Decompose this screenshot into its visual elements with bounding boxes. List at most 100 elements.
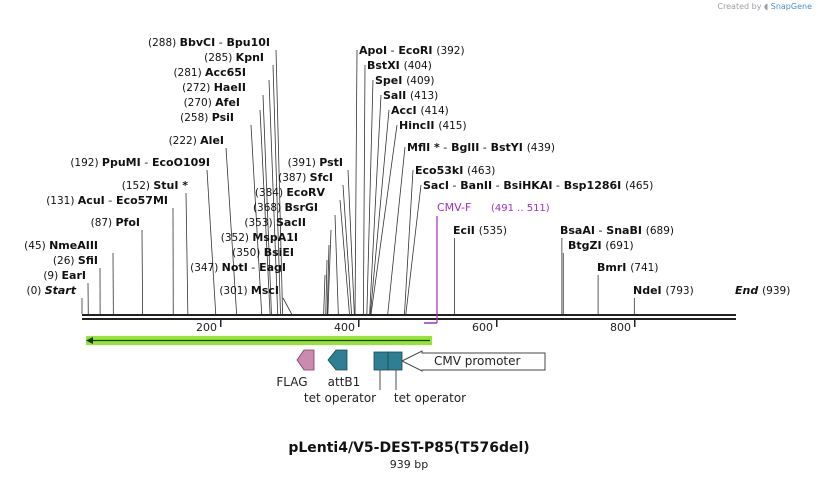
site-afei[interactable]: (270) AfeI (184, 96, 240, 109)
site-psti[interactable]: (391) PstI (288, 156, 343, 169)
site-psii-leader (250, 124, 263, 315)
ruler-label-800: 800 (610, 321, 631, 334)
site-noti-eagi-name2: EagI (255, 261, 286, 274)
site-bsrgi[interactable]: (368) BsrGI (253, 201, 318, 214)
ruler-label-400: 400 (334, 321, 355, 334)
site-bbvci-bpu10i-sep: - (215, 36, 222, 49)
site-mfli-bglii-name3: BstYI (487, 141, 527, 154)
site-apoi-ecori-sep: - (387, 44, 394, 57)
site-saci-banii-name: SacI (423, 179, 449, 192)
site-pfoi-name: PfoI (116, 216, 141, 229)
cmv-promoter-arrow-icon (400, 350, 546, 372)
cut-site-lines (81, 49, 635, 315)
site-ecii-name: EciI (453, 224, 479, 237)
site-psti-leader (347, 169, 355, 315)
site-bbvci-bpu10i[interactable]: (288) BbvCI - Bpu10I (148, 36, 270, 49)
site-bstxi-position: (404) (404, 60, 432, 72)
site-acui-eco57mi[interactable]: (131) AcuI - Eco57MI (46, 194, 168, 207)
site-ndei[interactable]: NdeI (793) (633, 284, 694, 297)
site-sacii[interactable]: (353) SacII (244, 216, 306, 229)
feature-tet-operator-2[interactable]: tet operator (387, 351, 466, 405)
site-noti-eagi[interactable]: (347) NotI - EagI (190, 261, 286, 274)
site-mfli-bglii-name2: BglII (447, 141, 479, 154)
site-ecii[interactable]: EciI (535) (453, 224, 507, 237)
site-hincii-name: HincII (399, 119, 438, 132)
primer-cmv-f[interactable]: CMV-F (491 .. 511) (424, 201, 550, 324)
feature-cmv-promoter[interactable]: CMV promoter (400, 350, 546, 372)
site-saci-banii[interactable]: SacI - BanII - BsiHKAI - Bsp1286I (465) (423, 179, 653, 192)
site-start[interactable]: (0) Start (26, 284, 76, 297)
site-end[interactable]: End (939) (735, 284, 790, 297)
site-msci-name: MscI (251, 284, 279, 297)
site-start-name: Start (45, 284, 77, 297)
site-nmeaiii-name: NmeAIII (49, 239, 98, 252)
site-psii-name: PsiI (212, 111, 234, 124)
site-stui[interactable]: (152) StuI * (122, 179, 189, 192)
site-spei[interactable]: SpeI (409) (375, 74, 434, 87)
flag-arrow-icon (296, 349, 315, 371)
site-mfli-bglii[interactable]: MflI * - BglII - BstYI (439) (407, 141, 555, 154)
site-ppumi-ecoo109i[interactable]: (192) PpuMI - EcoO109I (70, 156, 210, 169)
site-acci[interactable]: AccI (414) (391, 104, 449, 117)
site-bsiei[interactable]: (350) BsiEI (232, 246, 294, 259)
ruler-tick-400 (358, 320, 360, 327)
site-bsiei-name: BsiEI (264, 246, 294, 259)
cut-site-labels: (288) BbvCI - Bpu10I (285) KpnI (281) Acc6… (24, 36, 790, 297)
site-ppumi-ecoo109i-name: PpuMI (102, 156, 141, 169)
orf-arrow[interactable] (86, 336, 432, 345)
site-ecii-position: (535) (479, 225, 507, 237)
site-noti-eagi-sep: - (248, 261, 255, 274)
site-bmri[interactable]: BmrI (741) (597, 261, 658, 274)
snapgene-logo-icon: ◖ (763, 2, 769, 11)
site-haeii[interactable]: (272) HaeII (182, 81, 246, 94)
site-stui-name: StuI * (153, 179, 188, 192)
site-stui-leader (185, 192, 189, 315)
site-bbvci-bpu10i-name: BbvCI (180, 36, 216, 49)
site-bstxi[interactable]: BstXI (404) (367, 59, 432, 72)
site-hincii[interactable]: HincII (415) (399, 119, 467, 132)
site-noti-eagi-name: NotI (222, 261, 248, 274)
site-btgzi[interactable]: BtgZI (691) (568, 239, 634, 252)
site-kpni-position: (285) (204, 52, 236, 64)
site-alei[interactable]: (222) AleI (169, 134, 224, 147)
site-alei-name: AleI (200, 134, 224, 147)
site-sacii-position: (353) (244, 217, 276, 229)
site-mspa1i-leader (326, 244, 330, 315)
site-bsaai-snabi[interactable]: BsaAI - SnaBI (689) (560, 224, 674, 237)
credit-brand: SnapGene (770, 2, 812, 11)
site-haeii-name: HaeII (214, 81, 246, 94)
site-sfii[interactable]: (26) SfiI (53, 254, 98, 267)
site-ecorv-name: EcoRV (286, 186, 325, 199)
site-eari-position: (9) (43, 270, 61, 282)
site-afei-position: (270) (184, 97, 216, 109)
site-sfci[interactable]: (387) SfcI (278, 171, 333, 184)
site-pfoi[interactable]: (87) PfoI (91, 216, 140, 229)
site-bsaai-snabi-name: BsaAI (560, 224, 595, 237)
site-mspa1i-name: MspA1I (252, 231, 298, 244)
site-eco53ki[interactable]: Eco53kI (463) (415, 164, 495, 177)
site-apoi-ecori[interactable]: ApoI - EcoRI (392) (359, 44, 465, 57)
site-bsaai-snabi-name2: SnaBI (602, 224, 645, 237)
cmv-promoter-label: CMV promoter (434, 354, 521, 368)
site-eari[interactable]: (9) EarI (43, 269, 86, 282)
site-acc65i[interactable]: (281) Acc65I (173, 66, 246, 79)
site-mspa1i[interactable]: (352) MspA1I (221, 231, 298, 244)
attb1-label: attB1 (328, 375, 361, 389)
ruler-tick-600 (496, 320, 498, 327)
site-sali[interactable]: SalI (413) (383, 89, 438, 102)
site-kpni[interactable]: (285) KpnI (204, 51, 264, 64)
feature-attb1[interactable]: attB1 (327, 349, 361, 389)
site-msci[interactable]: (301) MscI (219, 284, 279, 297)
site-bbvci-bpu10i-leader (275, 49, 283, 315)
tet-operator-2-label: tet operator (394, 391, 466, 405)
site-btgzi-position: (691) (605, 240, 633, 252)
site-nmeaiii[interactable]: (45) NmeAIII (24, 239, 98, 252)
site-psii[interactable]: (258) PsiI (180, 111, 234, 124)
feature-flag[interactable]: FLAG (276, 349, 315, 389)
feature-tet-operator-1[interactable]: tet operator (304, 351, 389, 405)
site-acc65i-position: (281) (173, 67, 205, 79)
site-ecorv[interactable]: (384) EcoRV (255, 186, 326, 199)
site-saci-banii-sep2: - (492, 179, 499, 192)
site-acc65i-name: Acc65I (205, 66, 246, 79)
site-acci-leader (369, 109, 390, 315)
